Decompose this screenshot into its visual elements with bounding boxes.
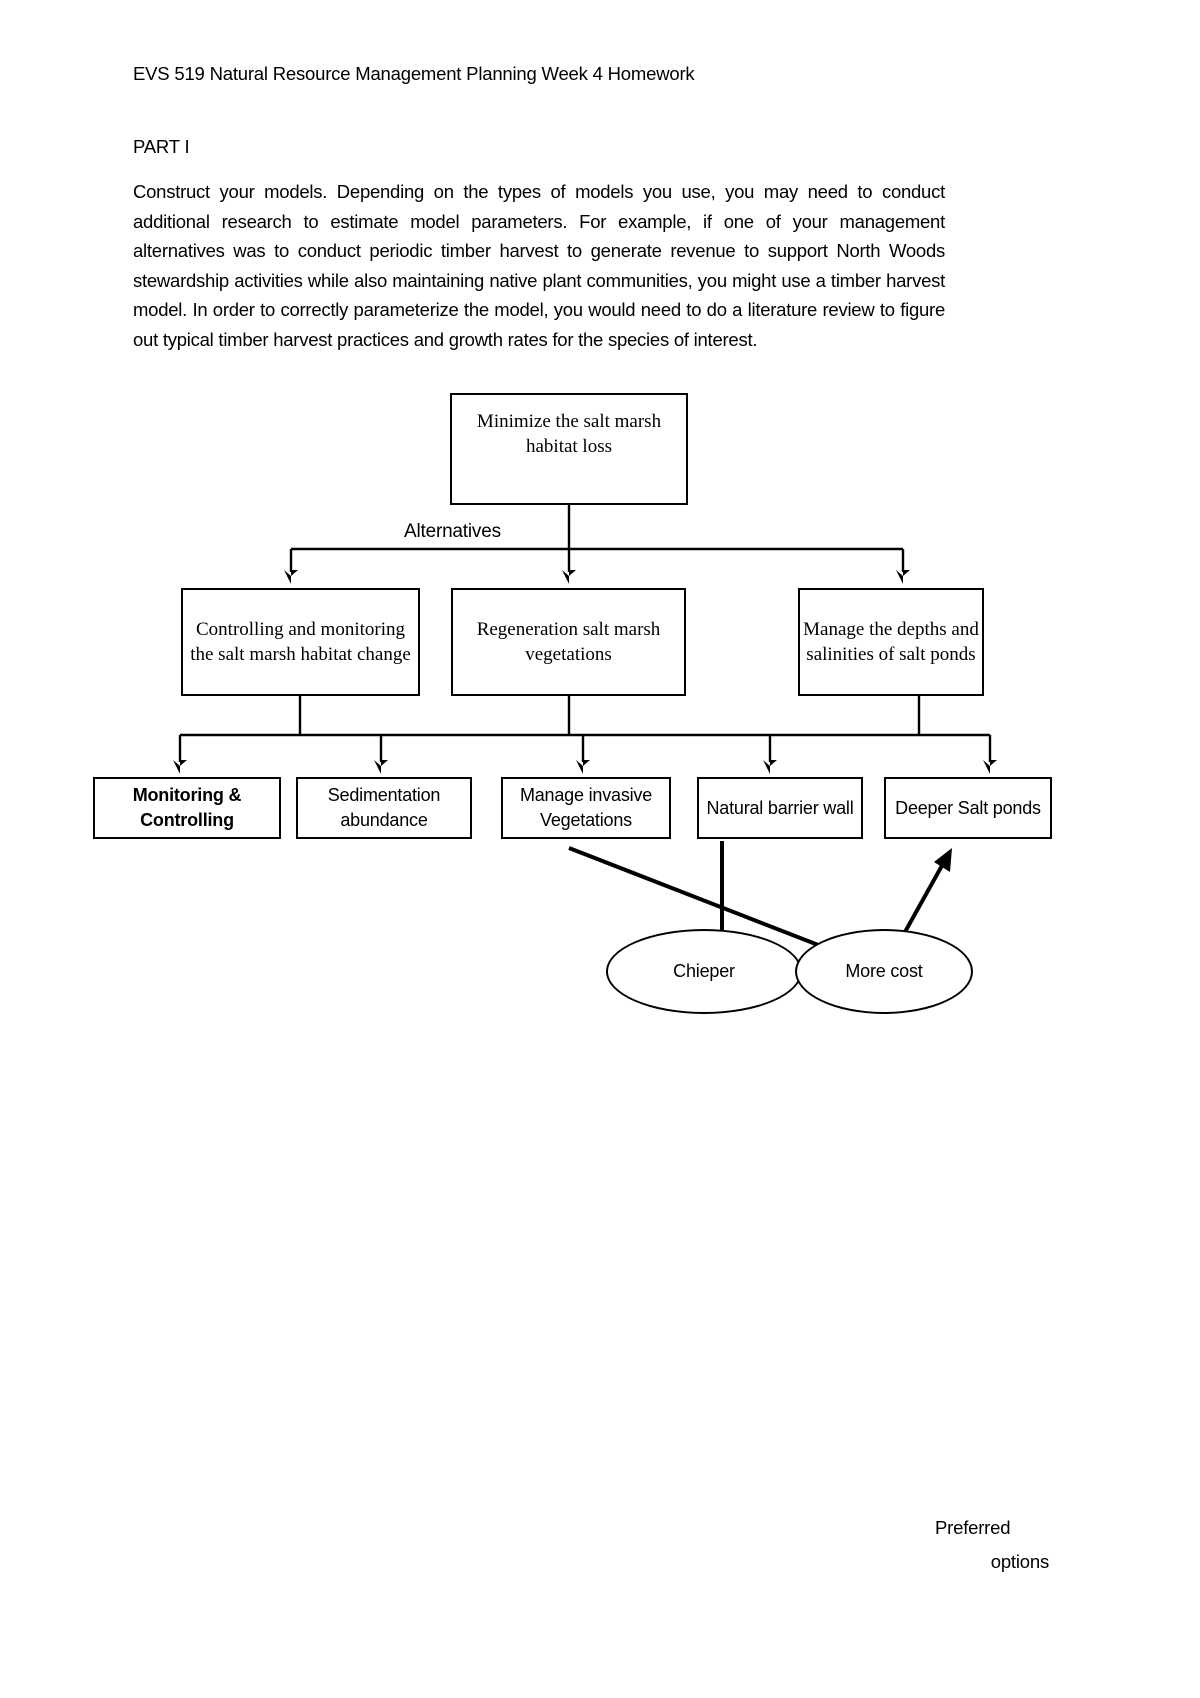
node-goal[interactable]: Minimize the salt marsh habitat loss: [450, 393, 688, 505]
body-paragraph: Construct your models. Depending on the …: [133, 181, 945, 350]
page-title: EVS 519 Natural Resource Management Plan…: [133, 63, 695, 84]
node-leaf-deeper-salt-ponds[interactable]: Deeper Salt ponds: [884, 777, 1052, 839]
node-leaf-sedimentation-abundance[interactable]: Sedimentation abundance: [296, 777, 472, 839]
node-alternative-1[interactable]: Controlling and monitoring the salt mars…: [181, 588, 420, 696]
preferred-options-line-1: Preferred: [935, 1517, 1011, 1538]
node-alternative-2[interactable]: Regeneration salt marsh vegetations: [451, 588, 686, 696]
node-alternative-3[interactable]: Manage the depths and salinities of salt…: [798, 588, 984, 696]
node-leaf-natural-barrier-wall[interactable]: Natural barrier wall: [697, 777, 863, 839]
alternatives-label: Alternatives: [400, 521, 505, 543]
preferred-options-note: Preferred options: [935, 1511, 1055, 1579]
node-consequence-more-cost[interactable]: More cost: [795, 929, 973, 1014]
node-leaf-manage-invasive-vegetations[interactable]: Manage invasive Vegetations: [501, 777, 671, 839]
node-consequence-chieper[interactable]: Chieper: [606, 929, 802, 1014]
node-leaf-monitoring-controlling[interactable]: Monitoring & Controlling: [93, 777, 281, 839]
part-label: PART I: [133, 136, 190, 157]
preferred-options-line-2: options: [990, 1551, 1049, 1572]
